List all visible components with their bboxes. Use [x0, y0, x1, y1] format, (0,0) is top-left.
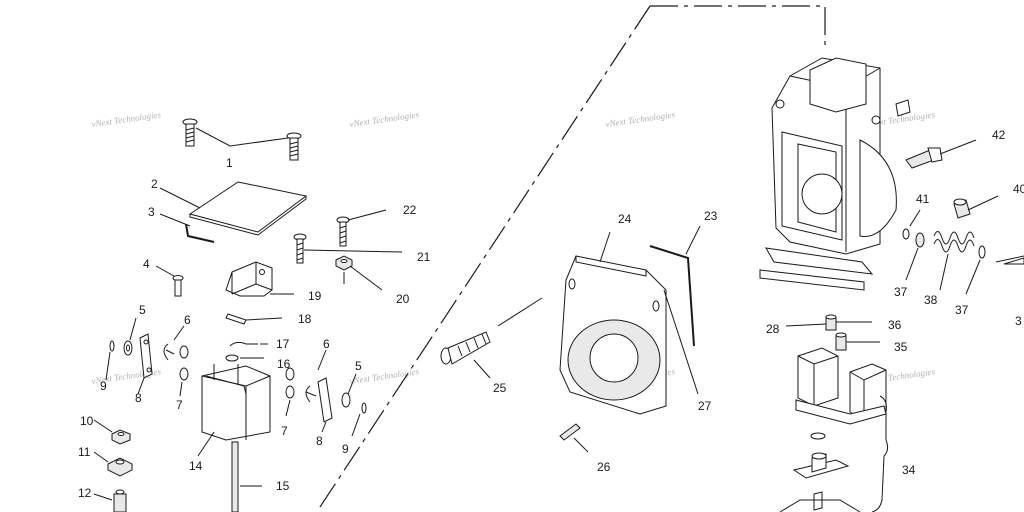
link-part-8b	[317, 377, 333, 423]
callout-40: 40	[1013, 182, 1024, 196]
screw-part-22	[336, 209, 387, 247]
callout-37a: 37	[894, 285, 908, 299]
clip-part-6b	[305, 385, 317, 403]
callout-42: 42	[992, 128, 1006, 142]
callout-25: 25	[493, 381, 507, 395]
callout-7a: 7	[176, 398, 183, 412]
gasket-part-3	[185, 223, 215, 243]
jet-part-12	[93, 489, 127, 512]
callout-36: 36	[888, 318, 902, 332]
washer-part-5b	[341, 392, 351, 408]
callout-3: 3	[148, 205, 155, 219]
left-small-parts	[105, 317, 189, 397]
oring-part-9a	[109, 340, 115, 352]
pin-part-18	[225, 313, 283, 325]
callout-1: 1	[226, 156, 233, 170]
right-small-parts	[285, 349, 367, 437]
callout-7b: 7	[281, 424, 288, 438]
gasket-part-23	[649, 245, 695, 347]
callout-3-right: 3	[1015, 314, 1022, 328]
clip-part-6a	[163, 343, 175, 361]
screw-part-1	[182, 118, 302, 161]
callout-16: 16	[277, 357, 291, 371]
callout-9a: 9	[100, 379, 107, 393]
bushing-part-7b	[285, 367, 295, 381]
float-assembly-part-34	[779, 347, 889, 512]
carburetor-body	[759, 57, 911, 291]
spring-part-38	[905, 231, 1024, 295]
callout-10: 10	[80, 414, 94, 428]
clip-part-17	[229, 341, 268, 347]
rod-part-27	[663, 289, 699, 395]
watermark-3: vNext Technologies	[605, 109, 676, 129]
fitting-part-42	[905, 139, 977, 169]
callout-6a: 6	[184, 313, 191, 327]
nut-part-20	[335, 255, 383, 291]
bolt-part-25	[440, 297, 543, 379]
needle-part-15	[231, 441, 262, 512]
oring-part-9b	[361, 402, 367, 414]
callout-5b: 5	[355, 359, 362, 373]
callout-28: 28	[766, 322, 780, 336]
callout-14: 14	[189, 459, 203, 473]
cover-plate-part-2	[159, 181, 308, 236]
float-part-14	[197, 364, 271, 457]
callout-27: 27	[698, 399, 712, 413]
callout-2: 2	[151, 177, 158, 191]
callout-20: 20	[396, 292, 410, 306]
callout-11: 11	[78, 445, 91, 459]
callout-38: 38	[924, 293, 938, 307]
callout-41: 41	[916, 192, 930, 206]
assembly-center-lines	[317, 5, 826, 511]
callout-34: 34	[902, 463, 916, 477]
callout-8b: 8	[316, 434, 323, 448]
leader-23	[685, 225, 701, 255]
bracket-part-19	[225, 261, 294, 297]
bushing-part-7a	[179, 345, 189, 359]
callout-18: 18	[298, 312, 312, 326]
washer-part-41	[902, 209, 921, 240]
jet-parts-28-36-35	[785, 314, 880, 351]
slide-plate-part-24	[559, 231, 667, 415]
callout-8a: 8	[135, 391, 142, 405]
link-part-8a	[139, 333, 153, 379]
ring-part-16	[225, 354, 264, 362]
callout-35: 35	[894, 340, 908, 354]
callout-26: 26	[597, 460, 611, 474]
jet-part-11	[93, 451, 133, 477]
callout-23: 23	[704, 209, 718, 223]
callout-17: 17	[276, 337, 290, 351]
screw-part-4	[155, 265, 184, 297]
watermark-1: vNext Technologies	[91, 109, 162, 129]
callout-15: 15	[276, 479, 290, 493]
callout-5a: 5	[139, 303, 146, 317]
callout-4: 4	[143, 257, 150, 271]
pin-part-26	[559, 423, 589, 453]
callout-6b: 6	[323, 337, 330, 351]
callout-24: 24	[618, 212, 632, 226]
callout-9b: 9	[342, 442, 349, 456]
watermark-2: vNext Technologies	[349, 109, 420, 129]
callout-21: 21	[417, 250, 431, 264]
callout-12: 12	[78, 486, 92, 500]
leader-3	[159, 213, 191, 227]
callout-19: 19	[308, 289, 322, 303]
fitting-part-40	[953, 195, 999, 219]
callout-37b: 37	[955, 303, 969, 317]
callout-22: 22	[403, 203, 417, 217]
jet-part-10	[93, 419, 131, 445]
screw-part-21	[293, 233, 403, 264]
